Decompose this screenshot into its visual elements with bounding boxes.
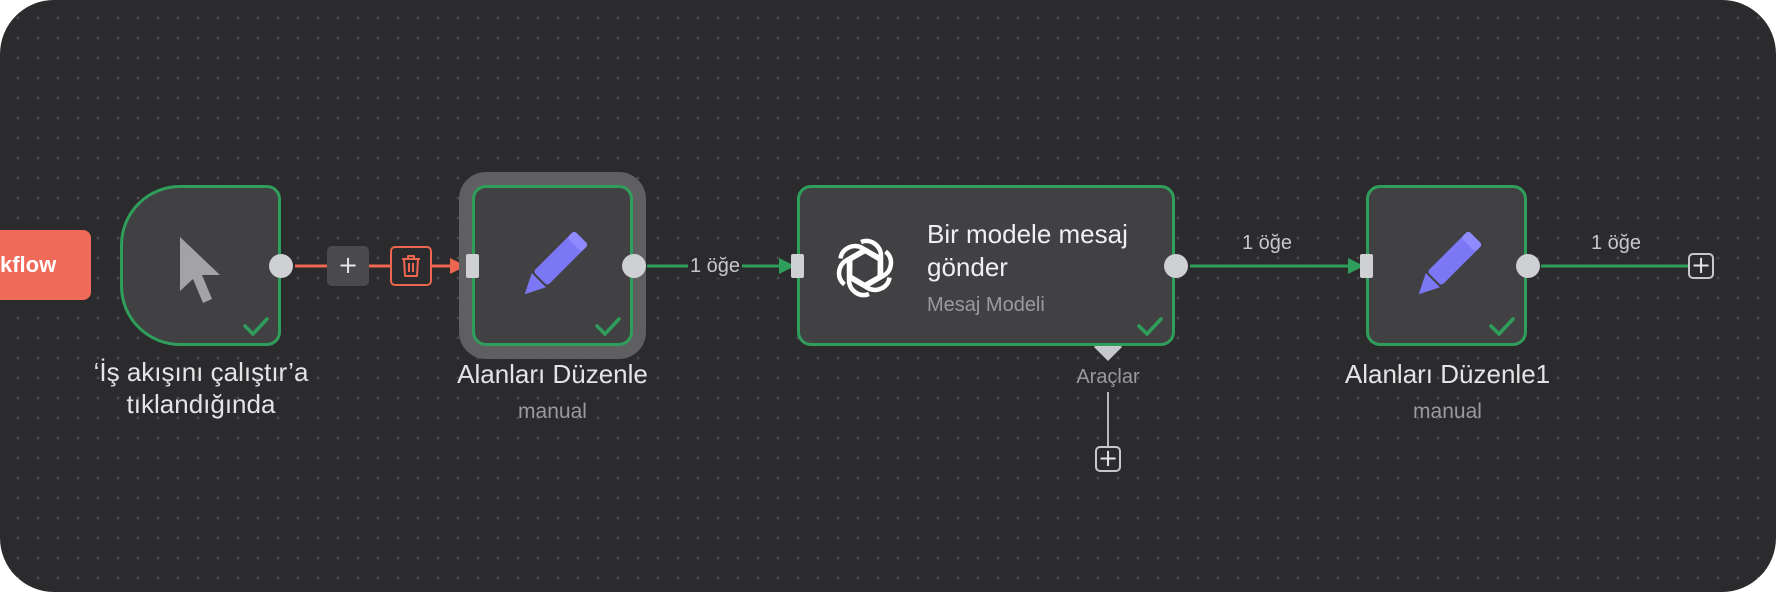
add-tool-button[interactable]: + bbox=[1095, 446, 1121, 472]
edge-delete-button[interactable] bbox=[390, 246, 432, 286]
edge-edit1-ai-item-count: 1 öğe bbox=[688, 255, 743, 278]
ai-node-title: Bir modele mesaj gönder bbox=[927, 218, 1128, 284]
node-edit-fields[interactable] bbox=[472, 185, 633, 346]
success-check-icon bbox=[1137, 317, 1163, 336]
edit1-node-sublabel: manual bbox=[518, 400, 587, 423]
edit1-input-port[interactable] bbox=[466, 254, 479, 278]
edit2-node-sublabel: manual bbox=[1413, 400, 1482, 423]
ai-title-line1: Bir modele mesaj bbox=[927, 219, 1128, 249]
edge-ai-edit2-arrow bbox=[1348, 258, 1364, 274]
mouse-pointer-icon bbox=[180, 237, 220, 303]
trigger-output-port[interactable] bbox=[269, 254, 293, 278]
edge-edit1-ai-arrow bbox=[779, 258, 795, 274]
add-next-node-button[interactable]: + bbox=[1688, 253, 1714, 279]
node-edit-fields-1[interactable] bbox=[1366, 185, 1527, 346]
ai-title-line2: gönder bbox=[927, 252, 1008, 282]
execute-workflow-button[interactable]: kflow bbox=[0, 230, 91, 300]
pencil-icon bbox=[1418, 231, 1482, 295]
edit1-node-label: Alanları Düzenle bbox=[457, 359, 648, 389]
pencil-icon bbox=[524, 231, 588, 295]
success-check-icon bbox=[1489, 317, 1515, 336]
edge-edit2-out-item-count: 1 öğe bbox=[1591, 232, 1642, 254]
edge-trigger-edit1-arrow bbox=[450, 258, 466, 274]
trigger-label-line1: ‘İş akışını çalıştır’a bbox=[93, 357, 309, 387]
ai-input-port[interactable] bbox=[791, 254, 804, 278]
edit2-output-port[interactable] bbox=[1516, 254, 1540, 278]
node-manual-trigger[interactable] bbox=[120, 185, 281, 346]
edit2-input-port[interactable] bbox=[1360, 254, 1373, 278]
edge-ai-edit2-item-count: 1 öğe bbox=[1242, 232, 1293, 254]
openai-logo-icon bbox=[836, 238, 894, 298]
tools-connector-label: Araçlar bbox=[1076, 366, 1140, 388]
ai-output-port[interactable] bbox=[1164, 254, 1188, 278]
node-openai-message-model[interactable]: Bir modele mesaj gönder Mesaj Modeli bbox=[797, 185, 1175, 346]
success-check-icon bbox=[243, 317, 269, 336]
execute-workflow-label: kflow bbox=[0, 252, 57, 277]
success-check-icon bbox=[595, 317, 621, 336]
edge-add-node-button[interactable]: + bbox=[327, 246, 369, 286]
trash-icon bbox=[402, 255, 420, 277]
edit2-node-label: Alanları Düzenle1 bbox=[1344, 359, 1551, 389]
ai-node-subtitle: Mesaj Modeli bbox=[927, 294, 1045, 316]
trigger-label-line2: tıklandığında bbox=[126, 389, 276, 419]
trigger-node-label: ‘İş akışını çalıştır’a tıklandığında bbox=[70, 356, 332, 420]
edit1-output-port[interactable] bbox=[622, 254, 646, 278]
